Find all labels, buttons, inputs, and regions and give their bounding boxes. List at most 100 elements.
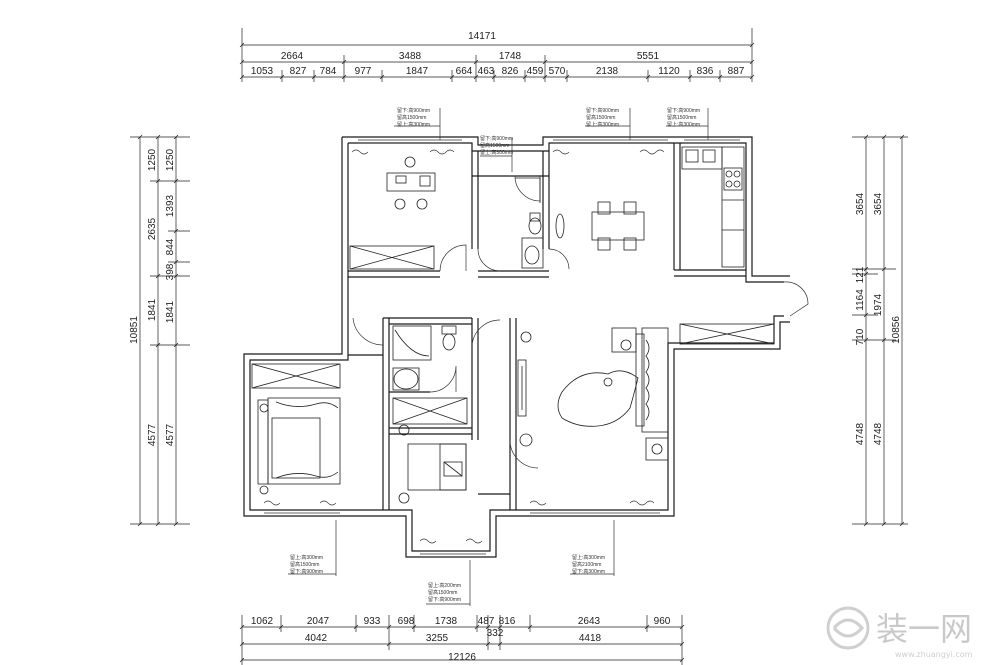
dim-top-subseg: 1847	[406, 66, 429, 77]
outlet-note: 留下:高300mm	[572, 568, 605, 575]
dim-bottom-seg: 4042	[305, 633, 328, 644]
outlet-note: 留高1500mm	[586, 114, 615, 121]
dim-left-subseg: 398	[165, 263, 176, 280]
dim-top-subseg: 2138	[596, 66, 619, 77]
dim-right-subseg: 3654	[855, 192, 866, 215]
dim-top-subseg: 1053	[251, 66, 274, 77]
dim-right-subseg: 4748	[855, 422, 866, 445]
dim-bottom-seg: 3255	[426, 633, 449, 644]
dim-top-subseg: 836	[697, 66, 714, 77]
outlet-note: 留上:高300mm	[667, 121, 700, 128]
sofa	[611, 327, 669, 461]
dim-bottom-subseg: 2047	[307, 616, 330, 627]
outlet-note: 留高1500mm	[667, 114, 696, 121]
outlet-note: 留高1500mm	[290, 561, 319, 568]
outlet-note: 留下:高900mm	[397, 107, 430, 114]
exterior-walls	[243, 136, 790, 558]
bathroom-2-fixtures	[392, 325, 457, 391]
dim-top-subseg: 827	[290, 66, 307, 77]
dim-left-subseg: 1841	[165, 300, 176, 323]
dim-top-subseg: 826	[502, 66, 519, 77]
kitchen-counter	[681, 146, 745, 268]
outlet-note: 留高1500mm	[428, 589, 457, 596]
dim-left-subseg: 1393	[165, 194, 176, 217]
dim-top-seg: 1748	[499, 51, 522, 62]
dim-right-subseg: 1164	[855, 289, 866, 311]
dim-bottom-subseg: 698	[398, 616, 415, 627]
note-leader-e	[288, 520, 337, 576]
dim-top-subseg: 977	[355, 66, 372, 77]
dim-bottom-subseg: 1062	[251, 616, 274, 627]
watermark-logo-text: 装一网	[876, 610, 972, 648]
outlet-note: 留下:高900mm	[480, 135, 513, 142]
outlet-note: 留上:高300mm	[290, 554, 323, 561]
left-dimension-lines	[130, 134, 190, 527]
dim-bottom-subseg: 960	[654, 616, 671, 627]
wardrobe-bedroom-2	[392, 397, 468, 425]
study-desk	[386, 156, 436, 210]
outlet-note: 留上:高200mm	[428, 582, 461, 589]
outlet-note: 留上:高300mm	[480, 149, 513, 156]
dim-bottom-subseg: 933	[364, 616, 381, 627]
dim-left-seg: 2635	[147, 217, 158, 240]
dim-top-total: 14171	[468, 31, 496, 42]
dim-top-seg: 5551	[637, 51, 660, 62]
bathroom-1-fixtures	[515, 177, 544, 269]
dim-top-subseg: 784	[320, 66, 337, 77]
balcony-cabinet	[679, 323, 775, 345]
dim-top-seg: 3488	[399, 51, 422, 62]
note-leader-b	[480, 138, 513, 172]
dim-left-subseg: 844	[165, 238, 176, 255]
outlet-note: 留上:高300mm	[586, 121, 619, 128]
doors	[352, 175, 809, 469]
wardrobe-study	[349, 245, 435, 270]
outlet-note: 留下:高900mm	[290, 568, 323, 575]
dim-top-subseg: 887	[728, 66, 745, 77]
outlet-note: 留高1500mm	[480, 142, 509, 149]
dining-table	[555, 201, 645, 251]
dim-right-total: 10856	[891, 316, 902, 344]
note-leader-g	[426, 560, 471, 606]
dim-left-seg: 4577	[147, 423, 158, 446]
dim-top-subseg: 664	[456, 66, 473, 77]
curtains	[263, 149, 665, 544]
dim-left-seg: 1841	[147, 298, 158, 321]
note-leader-d	[666, 108, 709, 140]
outlet-note: 留上:高300mm	[572, 554, 605, 561]
outlet-note: 留下:高900mm	[586, 107, 619, 114]
dim-top-seg: 2664	[281, 51, 304, 62]
dim-right-subseg: 710	[855, 328, 866, 345]
bed-master	[257, 397, 341, 495]
dim-bottom-seg: 4418	[579, 633, 602, 644]
dim-top-subseg: 463	[478, 66, 495, 77]
dim-left-subseg: 1250	[165, 148, 176, 171]
dim-top-subseg: 459	[527, 66, 544, 77]
outlet-note: 留下:高900mm	[428, 596, 461, 603]
dim-right-seg: 1974	[873, 293, 884, 316]
dim-bottom-subseg: 2643	[578, 616, 601, 627]
note-leader-c	[585, 108, 631, 140]
top-dimension-lines	[239, 28, 755, 82]
dim-bottom-subseg: 1738	[435, 616, 458, 627]
outlet-note: 留上:高300mm	[397, 121, 430, 128]
outlet-note: 留高2100mm	[572, 561, 601, 568]
outlet-note: 留下:高900mm	[667, 107, 700, 114]
dim-right-subseg: 121	[855, 266, 866, 283]
dim-bottom-subseg: 816	[499, 616, 516, 627]
dim-bottom-subseg: 487	[478, 616, 495, 627]
watermark-url: www.zhuangyi.com	[895, 650, 973, 659]
right-dimension-lines	[852, 134, 908, 527]
dim-bottom-total: 12126	[448, 652, 476, 663]
outlet-note: 留高1500mm	[397, 114, 426, 121]
interior-walls	[348, 143, 746, 510]
tv-unit	[517, 331, 533, 447]
dim-left-seg: 1250	[147, 148, 158, 171]
dim-top-subseg: 570	[549, 66, 566, 77]
dim-right-seg: 3654	[873, 192, 884, 215]
coffee-table-rug	[557, 370, 639, 427]
watermark-logo	[826, 606, 870, 650]
dim-right-seg: 4748	[873, 422, 884, 445]
windows	[264, 139, 740, 555]
note-leader-a	[394, 108, 441, 140]
